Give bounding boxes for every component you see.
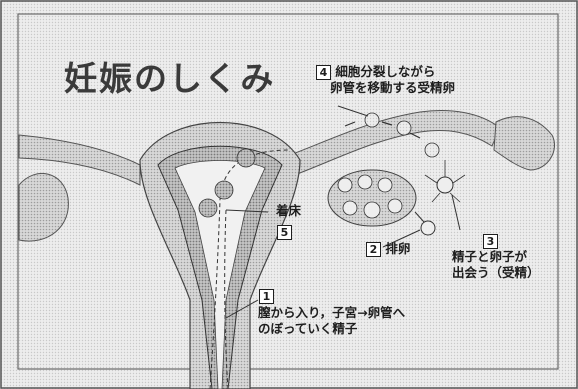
step-3-label: 精子と卵子が 出会う（受精） bbox=[452, 249, 540, 281]
step-text: 着床 bbox=[276, 203, 301, 218]
step-3-number: 3 bbox=[483, 231, 498, 250]
step-text: 排卵 bbox=[385, 241, 410, 256]
step-number-badge: 2 bbox=[366, 242, 381, 257]
step-5-number: 5 bbox=[277, 222, 292, 241]
step-text: 精子と卵子が bbox=[452, 249, 527, 264]
step-1-label: 膣から入り，子宮→卵管へ のぼっていく精子 bbox=[258, 305, 405, 337]
follicle bbox=[358, 175, 372, 189]
released-egg bbox=[421, 221, 435, 235]
embryo bbox=[237, 149, 255, 167]
step-5-label: 着床 bbox=[276, 203, 301, 219]
step-4-label: 4 細胞分裂しながら 卵管を移動する受精卵 bbox=[316, 64, 455, 96]
follicle bbox=[378, 178, 392, 192]
fertilized-egg bbox=[437, 177, 453, 193]
embryo bbox=[425, 143, 439, 157]
step-1-number: 1 bbox=[259, 286, 274, 305]
step-text: 膣から入り，子宮→卵管へ bbox=[258, 305, 405, 320]
step-text: 細胞分裂しながら bbox=[335, 64, 435, 79]
follicle bbox=[338, 178, 352, 192]
step-number-badge: 4 bbox=[316, 65, 331, 80]
step-2-label: 2 排卵 bbox=[366, 241, 410, 257]
follicle bbox=[364, 202, 380, 218]
follicle bbox=[343, 201, 357, 215]
step-number-badge: 5 bbox=[277, 225, 292, 240]
step-number-badge: 3 bbox=[483, 234, 498, 249]
embryo bbox=[365, 113, 379, 127]
step-text: 出会う（受精） bbox=[452, 265, 540, 280]
diagram-title: 妊娠のしくみ bbox=[64, 52, 275, 100]
embryo bbox=[397, 121, 411, 135]
step-number-badge: 1 bbox=[259, 289, 274, 304]
follicle bbox=[388, 199, 402, 213]
implanted-embryo bbox=[199, 199, 217, 217]
step-text: 卵管を移動する受精卵 bbox=[330, 80, 455, 95]
embryo bbox=[215, 181, 233, 199]
step-text: のぼっていく精子 bbox=[258, 321, 357, 336]
